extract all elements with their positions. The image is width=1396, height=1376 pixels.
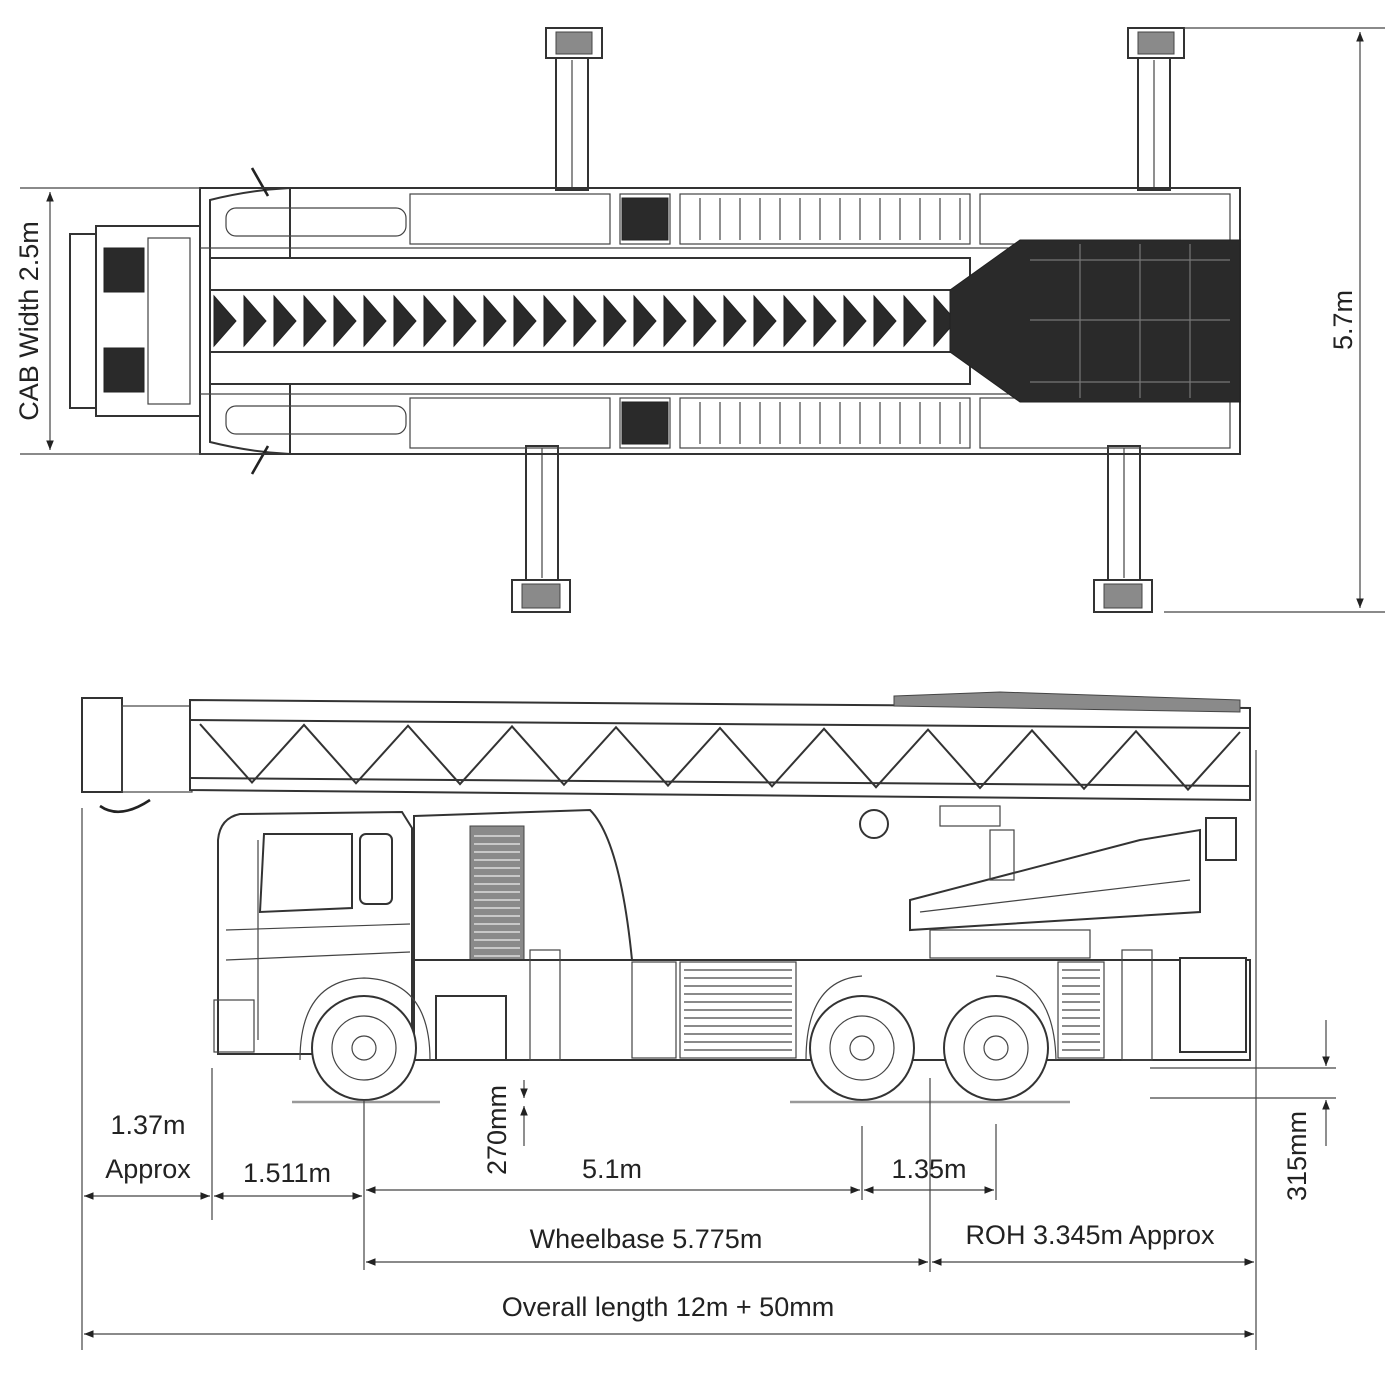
front-overhang-value: 1.37m [110,1110,185,1140]
outrigger-rear-lower [1093,445,1153,613]
front-axle-offset-label: 1.511m [243,1158,331,1188]
ladder-top [209,239,1241,403]
outrigger-span-label: 5.7m [1328,290,1358,350]
outrigger-span-dimension: 5.7m [1164,27,1385,613]
outrigger-front-upper [545,27,603,191]
side-view-vehicle [81,691,1251,1104]
rear-overhang-label: ROH 3.345m Approx [965,1220,1215,1250]
rear-wheel-1 [805,975,915,1101]
outrigger-rear-upper [1127,27,1185,191]
rear-axle-spacing-label: 1.35m [891,1154,966,1184]
side-dimensions: 1.37m Approx 1.511m 270mm 5.1m 1.35m 315… [81,750,1336,1350]
body-top [199,187,1241,455]
top-view-vehicle [69,27,1241,613]
ladder-side [81,691,1251,839]
rear-clearance-label: 315mm [1282,1111,1312,1201]
rear-wheel-2 [943,975,1057,1101]
overall-length-label: Overall length 12m + 50mm [502,1292,834,1322]
wheelbase-label: Wheelbase 5.775m [530,1224,763,1254]
front-overhang-note: Approx [105,1154,191,1184]
cab-side [213,810,413,1055]
turntable-side [909,805,1237,959]
axle-spacing-label: 5.1m [582,1154,642,1184]
outrigger-front-lower [511,445,571,613]
cab-width-label: CAB Width 2.5m [14,221,44,421]
cab-width-dimension: CAB Width 2.5m [14,187,240,455]
front-clearance-label: 270mm [482,1085,512,1175]
